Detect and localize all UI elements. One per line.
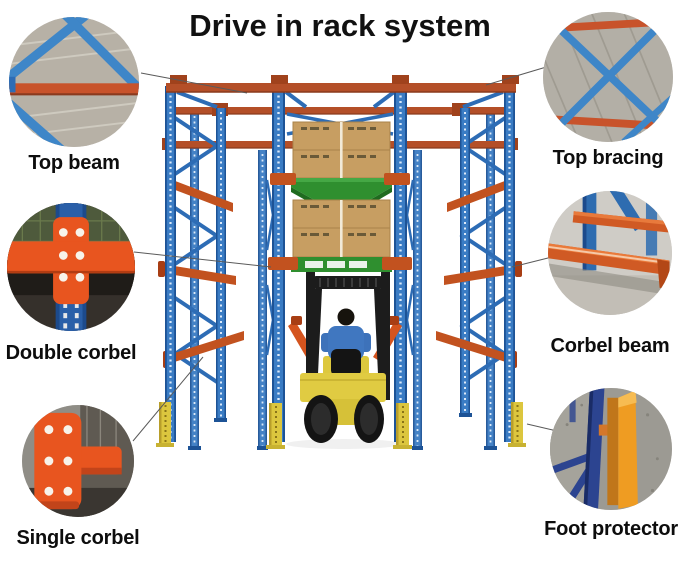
foot-protector-label: Foot protector bbox=[544, 518, 678, 540]
connector-top-bracing bbox=[485, 64, 554, 86]
foot-protector-posts bbox=[156, 402, 526, 449]
top-beam-photo-icon bbox=[9, 17, 139, 147]
bases-and-protectors bbox=[156, 402, 526, 450]
top-beam-front bbox=[166, 75, 519, 93]
callout-single-corbel: Single corbel bbox=[17, 405, 140, 550]
driver-head bbox=[337, 308, 355, 326]
callout-top-bracing: Top bracing bbox=[543, 12, 673, 170]
top-bracing-photo-icon bbox=[543, 12, 673, 142]
callout-double-corbel: Double corbel bbox=[5, 203, 137, 365]
single-corbel-photo-icon bbox=[22, 405, 134, 517]
double-corbel-label: Double corbel bbox=[5, 342, 137, 364]
page-title: Drive in rack system bbox=[189, 8, 491, 43]
corbel-beam-label: Corbel beam bbox=[550, 335, 670, 357]
top-beam-label: Top beam bbox=[28, 152, 120, 174]
callout-foot-protector: Foot protector bbox=[544, 388, 678, 541]
foot-protector-photo-icon bbox=[550, 388, 672, 510]
forklift-seat bbox=[331, 349, 361, 376]
double-corbel-photo-icon bbox=[7, 203, 135, 331]
back-uprights bbox=[190, 112, 495, 448]
connector-single-corbel bbox=[132, 356, 204, 442]
corbel-beam-photo-icon bbox=[548, 191, 672, 315]
single-corbel-label: Single corbel bbox=[16, 527, 140, 549]
inner-uprights bbox=[216, 108, 470, 420]
connector-top-beam bbox=[140, 72, 248, 94]
callout-corbel-beam: Corbel beam bbox=[548, 191, 672, 358]
connector-double-corbel bbox=[133, 251, 272, 268]
top-bracing-label: Top bracing bbox=[552, 147, 664, 169]
forklift bbox=[286, 272, 402, 449]
callout-top-beam: Top beam bbox=[9, 17, 139, 175]
pallet-load-lower bbox=[268, 199, 412, 272]
